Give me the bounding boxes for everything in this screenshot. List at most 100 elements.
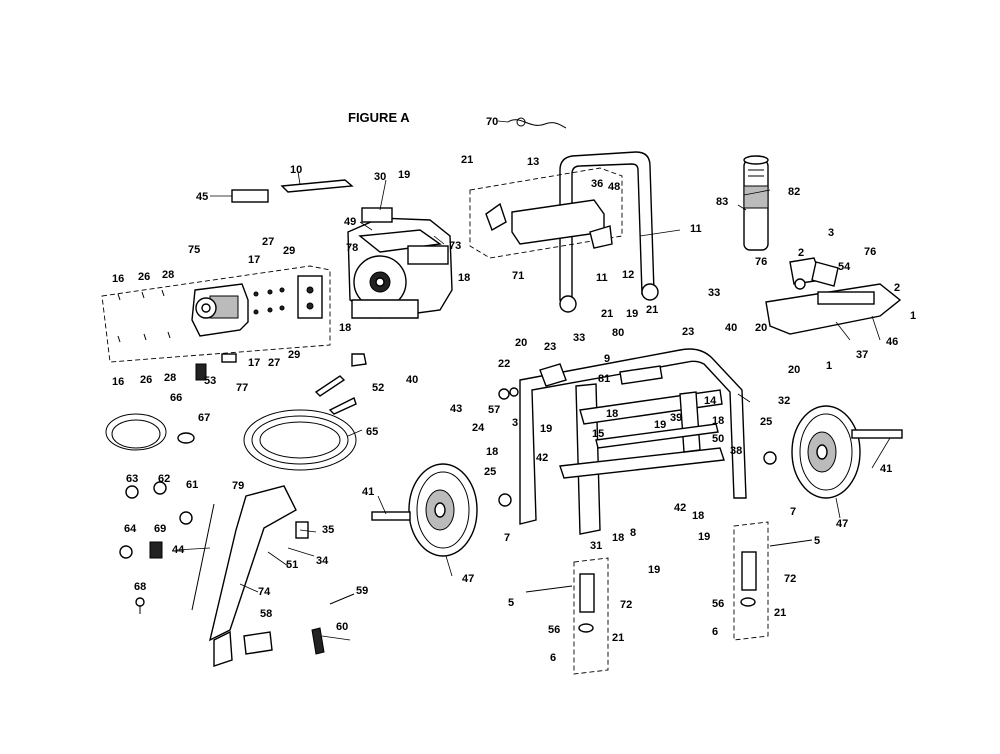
callout-64: 64 xyxy=(124,523,137,535)
callout-44: 44 xyxy=(172,544,185,556)
callout-82: 82 xyxy=(788,186,800,198)
callout-6: 6 xyxy=(712,626,718,638)
callout-21: 21 xyxy=(646,304,658,316)
callout-31: 31 xyxy=(590,540,602,552)
callout-73: 73 xyxy=(449,240,461,252)
callout-21: 21 xyxy=(601,308,613,320)
callout-54: 54 xyxy=(838,261,851,273)
callout-23: 23 xyxy=(544,341,556,353)
callout-26: 26 xyxy=(140,374,152,386)
callout-75: 75 xyxy=(188,244,200,256)
callout-28: 28 xyxy=(162,269,174,281)
callout-18: 18 xyxy=(339,322,351,334)
callout-19: 19 xyxy=(698,531,710,543)
callout-24: 24 xyxy=(472,422,485,434)
detergent-filter xyxy=(743,155,769,251)
callout-18: 18 xyxy=(458,272,470,284)
callout-59: 59 xyxy=(356,585,368,597)
callout-28: 28 xyxy=(164,372,176,384)
callout-15: 15 xyxy=(592,428,604,440)
small-fittings xyxy=(119,353,519,655)
callout-77: 77 xyxy=(236,382,248,394)
callout-27: 27 xyxy=(262,236,274,248)
callout-33: 33 xyxy=(573,332,585,344)
callout-19: 19 xyxy=(398,169,410,181)
callout-33: 33 xyxy=(708,287,720,299)
callout-72: 72 xyxy=(620,599,632,611)
callout-62: 62 xyxy=(158,473,170,485)
callout-18: 18 xyxy=(712,415,724,427)
callout-42: 42 xyxy=(674,502,686,514)
callout-18: 18 xyxy=(486,446,498,458)
callout-45: 45 xyxy=(196,191,208,203)
callout-1: 1 xyxy=(910,310,916,322)
callout-74: 74 xyxy=(258,586,271,598)
callout-42: 42 xyxy=(536,452,548,464)
callout-70: 70 xyxy=(486,116,498,128)
callout-19: 19 xyxy=(626,308,638,320)
callout-38: 38 xyxy=(730,445,742,457)
callout-76: 76 xyxy=(864,246,876,258)
callout-63: 63 xyxy=(126,473,138,485)
callout-78: 78 xyxy=(346,242,358,254)
callout-29: 29 xyxy=(288,349,300,361)
callout-21: 21 xyxy=(774,607,786,619)
callout-83: 83 xyxy=(716,196,728,208)
callout-34: 34 xyxy=(316,555,329,567)
callout-6: 6 xyxy=(550,652,556,664)
callout-16: 16 xyxy=(112,376,124,388)
callout-61: 61 xyxy=(186,479,198,491)
callout-37: 37 xyxy=(856,349,868,361)
callout-71: 71 xyxy=(512,270,524,282)
leader-lines xyxy=(175,120,891,641)
callout-79: 79 xyxy=(232,480,244,492)
callout-8: 8 xyxy=(630,527,636,539)
callout-21: 21 xyxy=(461,154,473,166)
callout-17: 17 xyxy=(248,357,260,369)
callout-68: 68 xyxy=(134,581,146,593)
callout-16: 16 xyxy=(112,273,124,285)
pump-body xyxy=(191,275,323,337)
callout-11: 11 xyxy=(690,223,702,235)
callout-32: 32 xyxy=(778,395,790,407)
wheel-left xyxy=(408,463,478,557)
callout-72: 72 xyxy=(784,573,796,585)
callout-3: 3 xyxy=(828,227,834,239)
callout-19: 19 xyxy=(540,423,552,435)
part-decal-10 xyxy=(280,179,354,193)
callout-41: 41 xyxy=(362,486,374,498)
callout-10: 10 xyxy=(290,164,302,176)
callout-2: 2 xyxy=(894,282,900,294)
callout-69: 69 xyxy=(154,523,166,535)
callout-5: 5 xyxy=(508,597,514,609)
callout-56: 56 xyxy=(712,598,724,610)
callout-43: 43 xyxy=(450,403,462,415)
callout-7: 7 xyxy=(504,532,510,544)
handle-frame xyxy=(469,151,659,313)
hose-66 xyxy=(105,413,167,451)
callout-13: 13 xyxy=(527,156,539,168)
callout-1: 1 xyxy=(826,360,832,372)
callout-20: 20 xyxy=(788,364,800,376)
callout-81: 81 xyxy=(598,373,610,385)
callout-23: 23 xyxy=(682,326,694,338)
spray-gun xyxy=(208,485,309,667)
callout-9: 9 xyxy=(604,353,610,365)
callout-52: 52 xyxy=(372,382,384,394)
callout-19: 19 xyxy=(648,564,660,576)
callout-27: 27 xyxy=(268,357,280,369)
callout-80: 80 xyxy=(612,327,624,339)
part-wire-70 xyxy=(507,117,567,129)
callout-51: 51 xyxy=(286,559,298,571)
callout-53: 53 xyxy=(204,375,216,387)
callout-17: 17 xyxy=(248,254,260,266)
callout-56: 56 xyxy=(548,624,560,636)
callout-39: 39 xyxy=(670,412,682,424)
pump-small-parts xyxy=(117,287,285,343)
part-decal-45 xyxy=(231,189,269,203)
callout-20: 20 xyxy=(515,337,527,349)
callout-18: 18 xyxy=(692,510,704,522)
callout-67: 67 xyxy=(198,412,210,424)
callout-35: 35 xyxy=(322,524,334,536)
callout-48: 48 xyxy=(608,181,620,193)
